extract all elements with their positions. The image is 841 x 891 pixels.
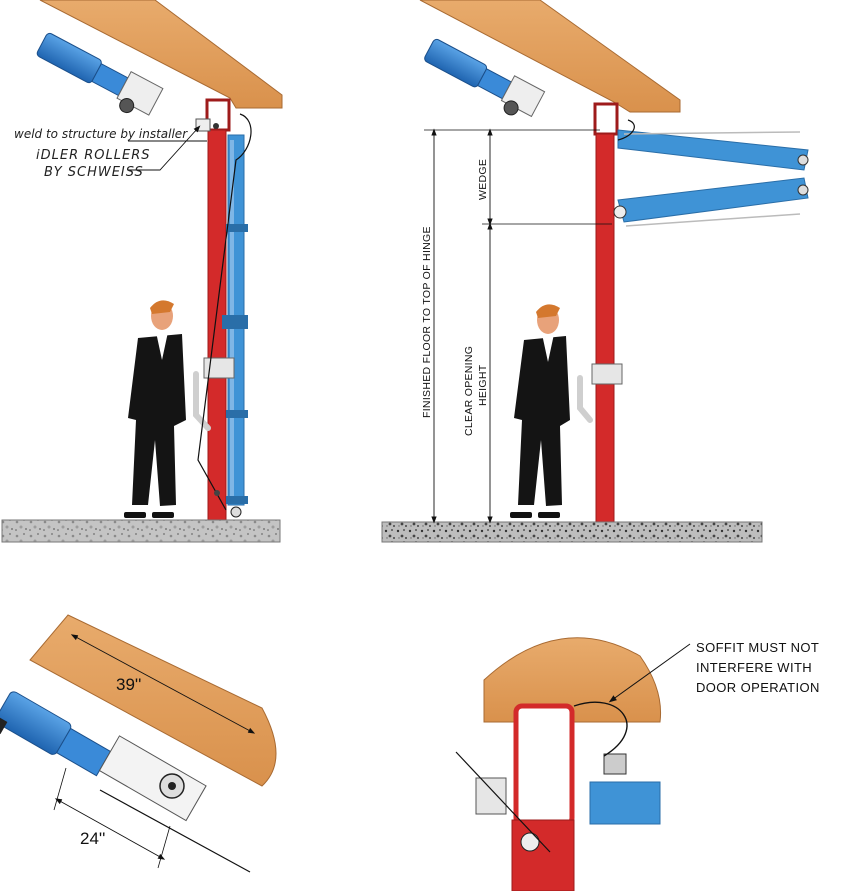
roller-icon [213,123,219,129]
roof-beam [39,0,283,109]
soffit-note-2: INTERFERE WITH [696,660,812,675]
idler-rollers-label: iDLER ROLLERS [36,148,151,163]
roller-icon [195,118,211,132]
roller-icon [168,782,176,790]
wedge-label: WEDGE [477,159,489,200]
roller-icon [603,753,627,775]
red-post [511,819,575,891]
leader-arrow [608,643,691,703]
latch-handle-icon [193,371,211,431]
clear-opening-label: CLEAR OPENING [463,346,475,436]
panel-bracket [226,496,248,504]
person-figure [510,304,570,518]
dim-39 [70,634,256,734]
lift-cable [197,113,252,511]
soffit-note-3: DOOR OPERATION [696,680,820,695]
lift-cable [573,701,628,757]
door-bracket [589,781,661,825]
dim-24-label: 24'' [80,829,105,848]
roller-icon [613,205,627,219]
latch-handle-icon [577,375,593,423]
person-figure [124,300,186,518]
dim-ext-line [157,825,171,869]
hinge-box [513,703,575,827]
door-upper-leaf [617,129,809,171]
dim-24 [54,798,166,860]
weld-note: weld to structure by installer [14,127,188,141]
floor-slab [1,519,281,543]
roller-icon [797,154,809,166]
hinge-box [593,102,619,136]
motor-icon [36,32,164,116]
floor-slab [381,521,763,543]
motor-icon [0,691,207,822]
soffit-note-1: SOFFIT MUST NOT [696,640,819,655]
dim-39-label: 39'' [116,675,141,694]
roller-icon [214,490,220,496]
panel-bracket [226,410,248,418]
red-post [595,133,615,523]
roof-beam [419,0,681,113]
panel-bracket [222,315,248,329]
by-schweiss-label: BY SCHWEISS [44,165,144,180]
finished-floor-label: FINISHED FLOOR TO TOP OF HINGE [421,226,433,418]
roller-icon [230,506,242,518]
door-strut [623,131,801,135]
clear-opening-label-2: HEIGHT [477,364,489,406]
hinge-detail-view: SOFFIT MUST NOT INTERFERE WITH DOOR OPER… [455,637,820,891]
door-strut [625,213,801,227]
roller-icon [520,832,540,852]
panel-bracket [226,224,248,232]
open-door-view: FINISHED FLOOR TO TOP OF HINGE WEDGE CLE… [381,0,809,543]
closed-door-view: weld to structure by installer iDLER ROL… [1,0,283,543]
roller-icon [797,184,809,196]
hinge-plate [591,363,623,385]
hinge-plate [475,777,507,815]
leader-line [455,751,551,853]
motor-icon [424,38,546,118]
hinge-plate [203,357,235,379]
motor-detail-view: 39'' 24'' [0,614,277,873]
leader-line [128,125,201,171]
lift-cable [617,119,635,141]
